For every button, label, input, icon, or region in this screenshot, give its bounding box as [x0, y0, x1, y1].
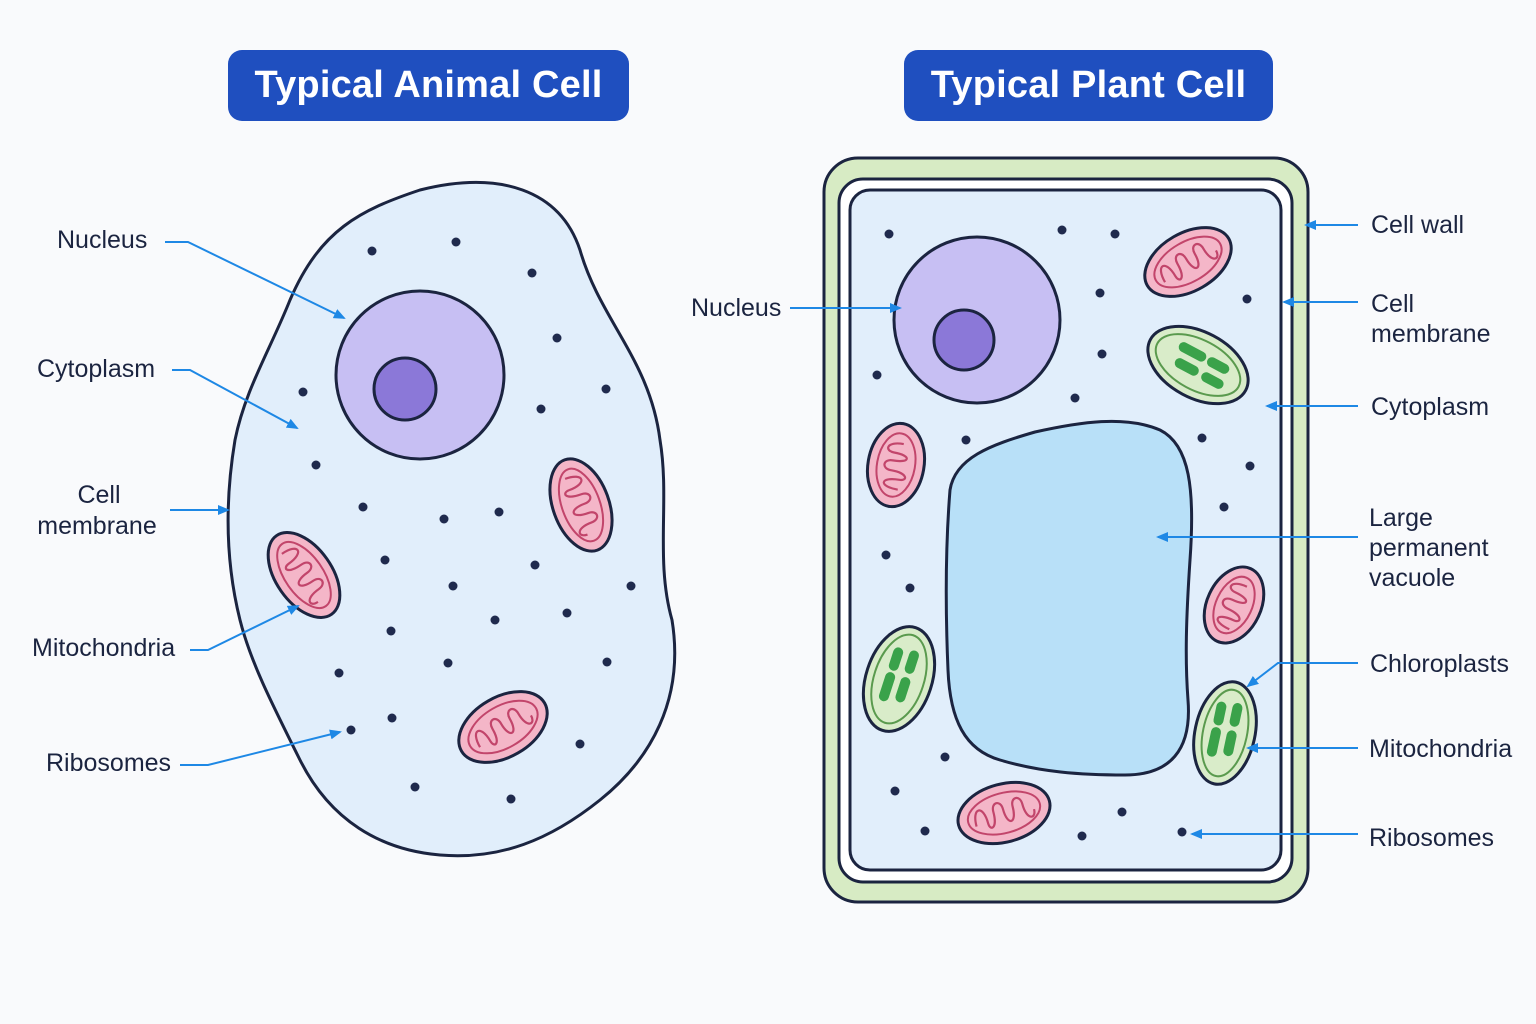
plant-label-chloroplasts: Chloroplasts [1370, 650, 1509, 678]
plant-label-cell-wall: Cell wall [1371, 211, 1464, 239]
animal-label-membrane-line2: membrane [37, 512, 157, 540]
animal-cell-title: Typical Animal Cell [228, 50, 629, 121]
animal-label-mitochondria: Mitochondria [32, 634, 175, 662]
plant-chloroplast [861, 625, 937, 733]
animal-ribosomes [298, 237, 636, 804]
plant-label-vacuole-line3: vacuole [1369, 564, 1455, 592]
animal-cell: Nucleus Cytoplasm Cell membrane Mitochon… [32, 181, 677, 858]
plant-label-mitochondria: Mitochondria [1369, 735, 1512, 763]
plant-vacuole [944, 419, 1194, 777]
plant-label-membrane-line2: membrane [1371, 320, 1491, 348]
plant-label-vacuole-line2: permanent [1369, 534, 1489, 562]
plant-label-membrane-line1: Cell [1371, 290, 1414, 318]
plant-cell: Nucleus Cell wall Cell membrane Cytoplas… [691, 156, 1512, 904]
plant-label-ribosomes: Ribosomes [1369, 824, 1494, 852]
animal-label-nucleus: Nucleus [57, 226, 147, 254]
animal-label-ribosomes: Ribosomes [46, 749, 171, 777]
animal-mitochondrion [266, 531, 342, 619]
animal-nucleolus [372, 356, 438, 422]
plant-nucleolus [932, 308, 996, 372]
animal-leader-lines [165, 241, 346, 766]
plant-chloroplast [1146, 324, 1250, 406]
plant-ribosomes [872, 225, 1255, 841]
plant-cell-title: Typical Plant Cell [904, 50, 1273, 121]
animal-mitochondrion [457, 690, 549, 764]
plant-label-cytoplasm: Cytoplasm [1371, 393, 1489, 421]
plant-label-nucleus: Nucleus [691, 294, 781, 322]
plant-leader-lines [790, 220, 1358, 839]
plant-chloroplast [1192, 680, 1258, 786]
plant-mitochondrion [865, 421, 927, 509]
plant-label-vacuole-line1: Large [1369, 504, 1433, 532]
animal-label-cytoplasm: Cytoplasm [37, 355, 155, 383]
plant-mitochondrion [1202, 565, 1266, 645]
plant-mitochondrion [956, 780, 1052, 846]
animal-label-membrane-line1: Cell [77, 481, 120, 509]
plant-mitochondrion [1143, 226, 1233, 298]
animal-mitochondrion [548, 457, 614, 553]
